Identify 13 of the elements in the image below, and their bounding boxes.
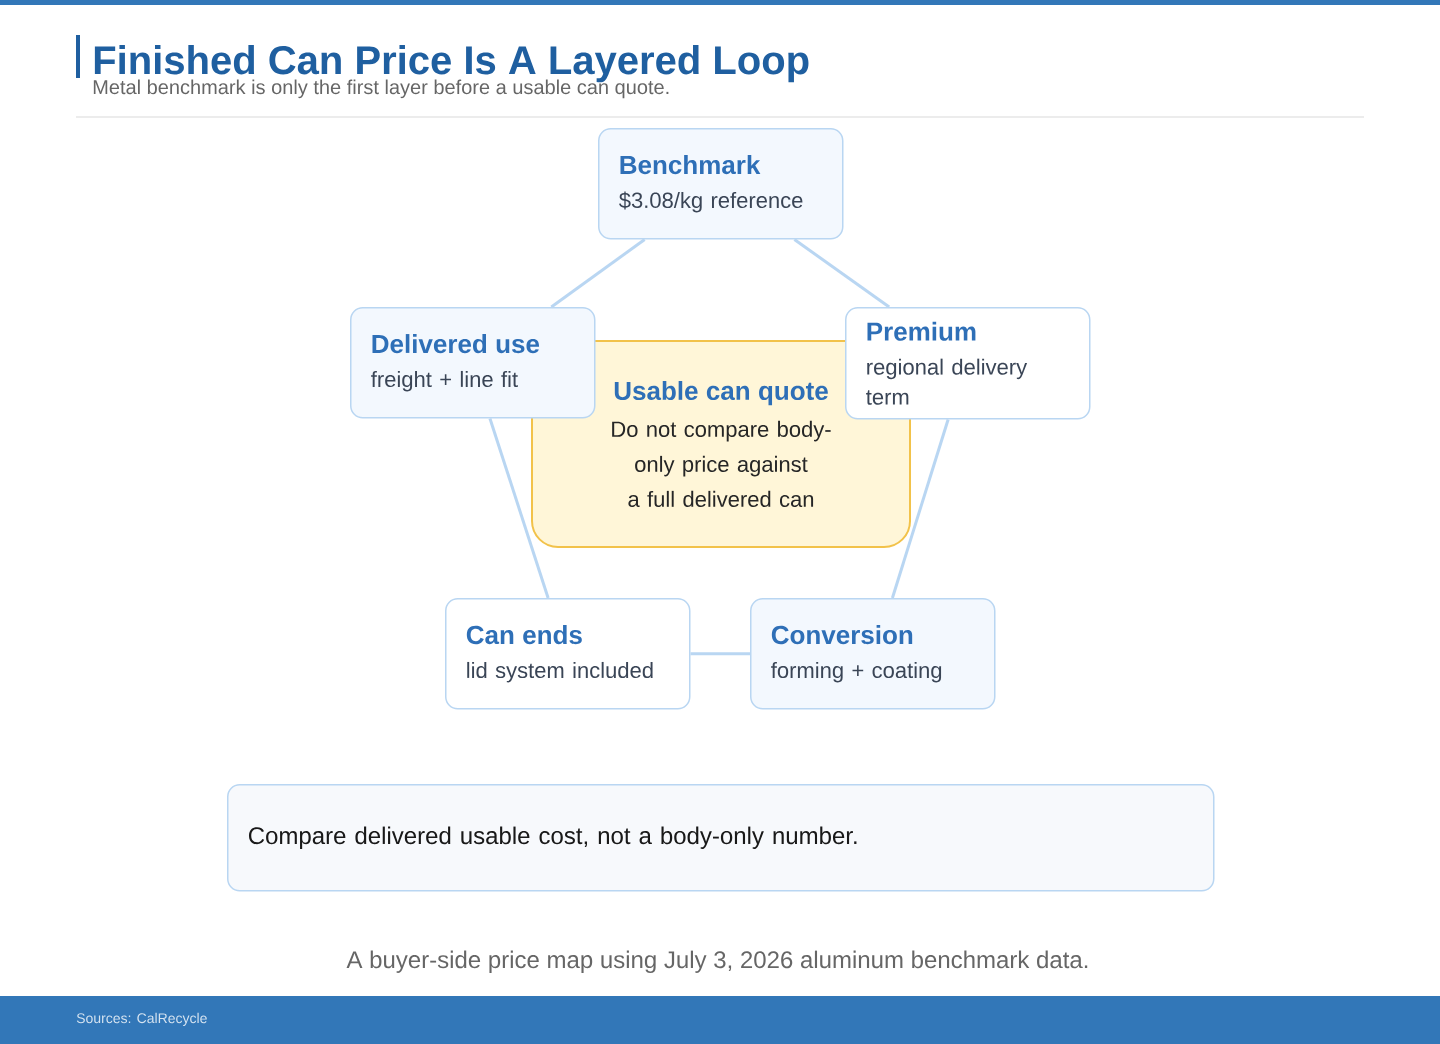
connector-line: [793, 238, 891, 309]
connector-line: [550, 238, 646, 309]
concept-box: Delivered use freight + line fit: [350, 307, 596, 419]
connector-line: [690, 652, 750, 656]
concept-box: Premium regional delivery term: [845, 307, 1091, 420]
connector-line: [488, 418, 550, 599]
concept-box: Can ends lid system included: [445, 598, 691, 710]
connector-line: [890, 419, 950, 599]
concept-box: Conversion forming + coating: [750, 598, 996, 710]
caption: A buyer-side price map using July 3, 2026 aluminum benchmark data.: [346, 950, 1088, 973]
concept-box: Benchmark $3.08/kg reference: [598, 128, 844, 240]
note-box: Compare delivered usable cost, not a body-only number.: [227, 784, 1215, 892]
source-note: Sources: CalRecycle: [76, 1012, 207, 1026]
